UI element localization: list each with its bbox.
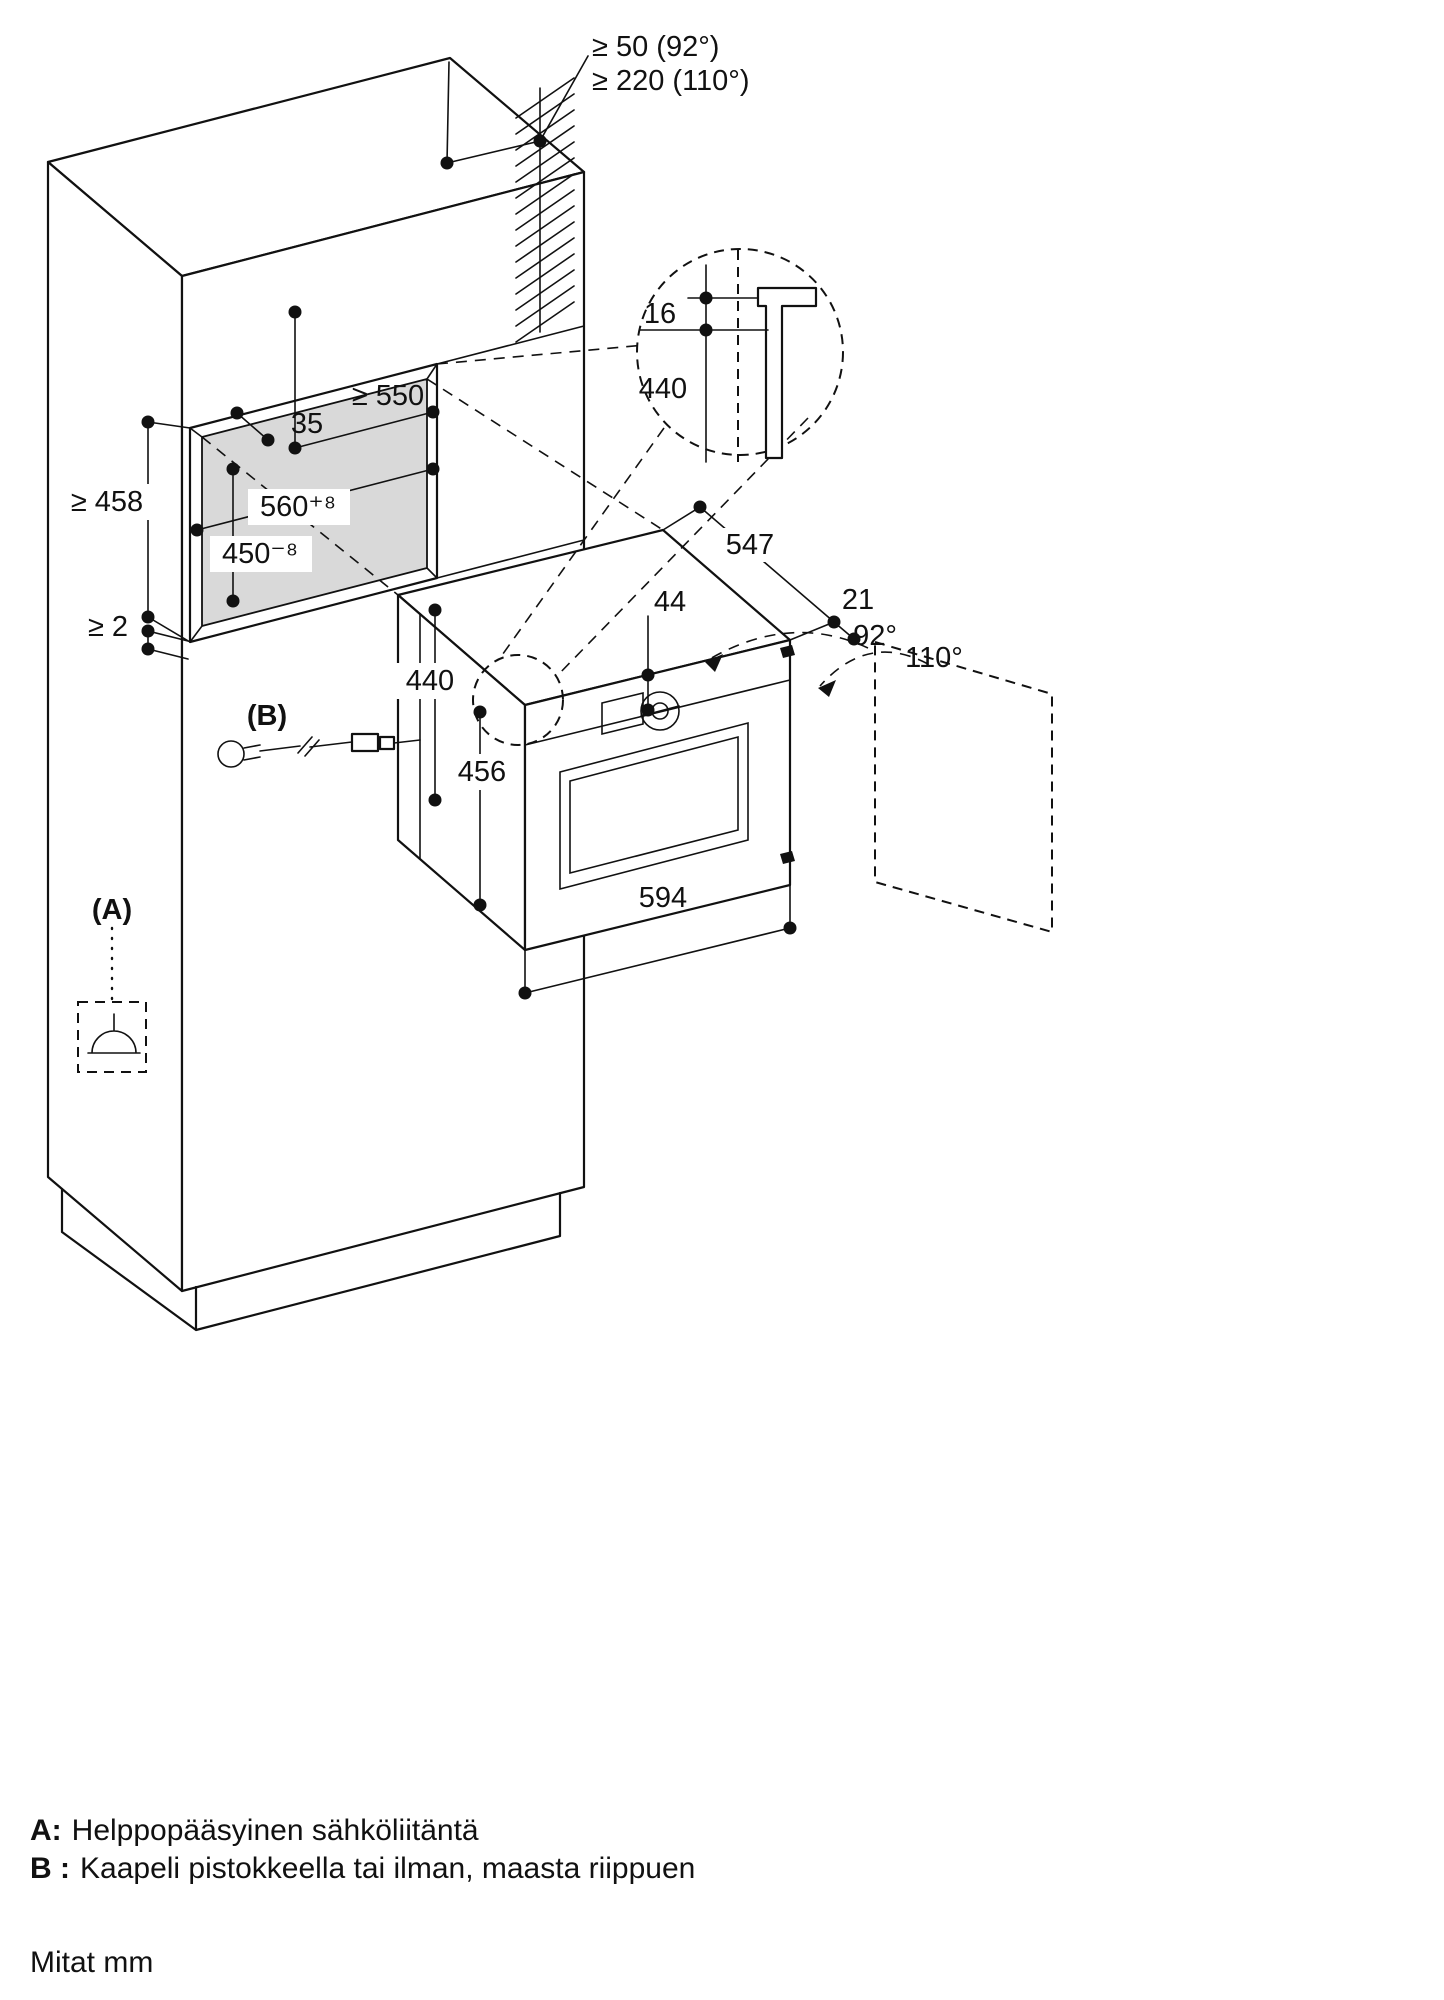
niche-bottom-clearance-label: ≥ 2 bbox=[88, 611, 128, 643]
wall-section bbox=[440, 55, 589, 343]
oven-front-height-label: 456 bbox=[458, 756, 506, 788]
wall-clearance-110-label: ≥ 220 (110°) bbox=[592, 65, 750, 97]
detail-height-label: 440 bbox=[639, 373, 687, 405]
socket-box bbox=[77, 1001, 147, 1073]
swing-arrow-110 bbox=[818, 680, 836, 697]
label-masks bbox=[58, 484, 785, 790]
power-cable-b bbox=[217, 732, 421, 768]
display-window bbox=[601, 691, 644, 736]
niche-width-label: 560⁺⁸ bbox=[260, 491, 336, 523]
dimension-labels: ≥ 50 (92°) ≥ 220 (110°) 16 440 ≥ 550 35 … bbox=[71, 31, 963, 926]
legend-a-text: Helppopääsyinen sähköliitäntä bbox=[72, 1814, 479, 1847]
swing-arrow-92 bbox=[705, 654, 723, 672]
wall-clearance-92-label: ≥ 50 (92°) bbox=[592, 31, 719, 63]
niche-depth-label: ≥ 550 bbox=[352, 380, 424, 412]
detail-circle bbox=[472, 248, 844, 746]
hinge-mark-bottom bbox=[780, 851, 795, 864]
socket-icon bbox=[87, 1013, 141, 1054]
units-note: Mitat mm bbox=[30, 1946, 153, 1979]
legend-b-text: Kaapeli pistokkeella tai ilman, maasta r… bbox=[80, 1852, 695, 1885]
niche-height-label: 450⁻⁸ bbox=[222, 538, 298, 570]
oven-dimensions bbox=[428, 500, 861, 1000]
detail-source-circle bbox=[472, 654, 564, 746]
opening-angle-110-label: 110° bbox=[905, 642, 963, 674]
connection-a-label: (A) bbox=[92, 894, 132, 926]
oven-width-label: 594 bbox=[639, 882, 687, 914]
cable-connector bbox=[350, 732, 380, 753]
opening-angle-92-label: 92° bbox=[853, 620, 897, 652]
legend-line-a: A: Helppopääsyinen sähköliitäntä bbox=[30, 1814, 479, 1847]
door-window bbox=[559, 721, 749, 891]
detail-gap-label: 16 bbox=[644, 298, 676, 330]
oven-panel-height-label: 44 bbox=[654, 586, 686, 618]
niche-dimensions bbox=[141, 305, 440, 660]
oven-unit bbox=[396, 528, 795, 952]
hinge-mark-top bbox=[780, 645, 795, 658]
oven-body-height-label: 440 bbox=[406, 665, 454, 697]
socket-a bbox=[77, 926, 147, 1073]
legend-line-b: B : Kaapeli pistokkeella tai ilman, maast… bbox=[30, 1852, 695, 1885]
niche-clearance-height-label: ≥ 458 bbox=[71, 486, 143, 518]
plug-icon bbox=[217, 740, 245, 768]
oven-depth-label: 547 bbox=[726, 529, 774, 561]
legend: A: Helppopääsyinen sähköliitäntä B : Kaape… bbox=[30, 1814, 695, 1979]
oven-overhang-label: 21 bbox=[842, 584, 874, 616]
open-door-outline bbox=[874, 640, 1053, 934]
legend-a-key: A: bbox=[30, 1814, 62, 1847]
niche-offset-label: 35 bbox=[291, 408, 323, 440]
connection-b-label: (B) bbox=[247, 700, 287, 732]
legend-b-key: B : bbox=[30, 1852, 70, 1885]
